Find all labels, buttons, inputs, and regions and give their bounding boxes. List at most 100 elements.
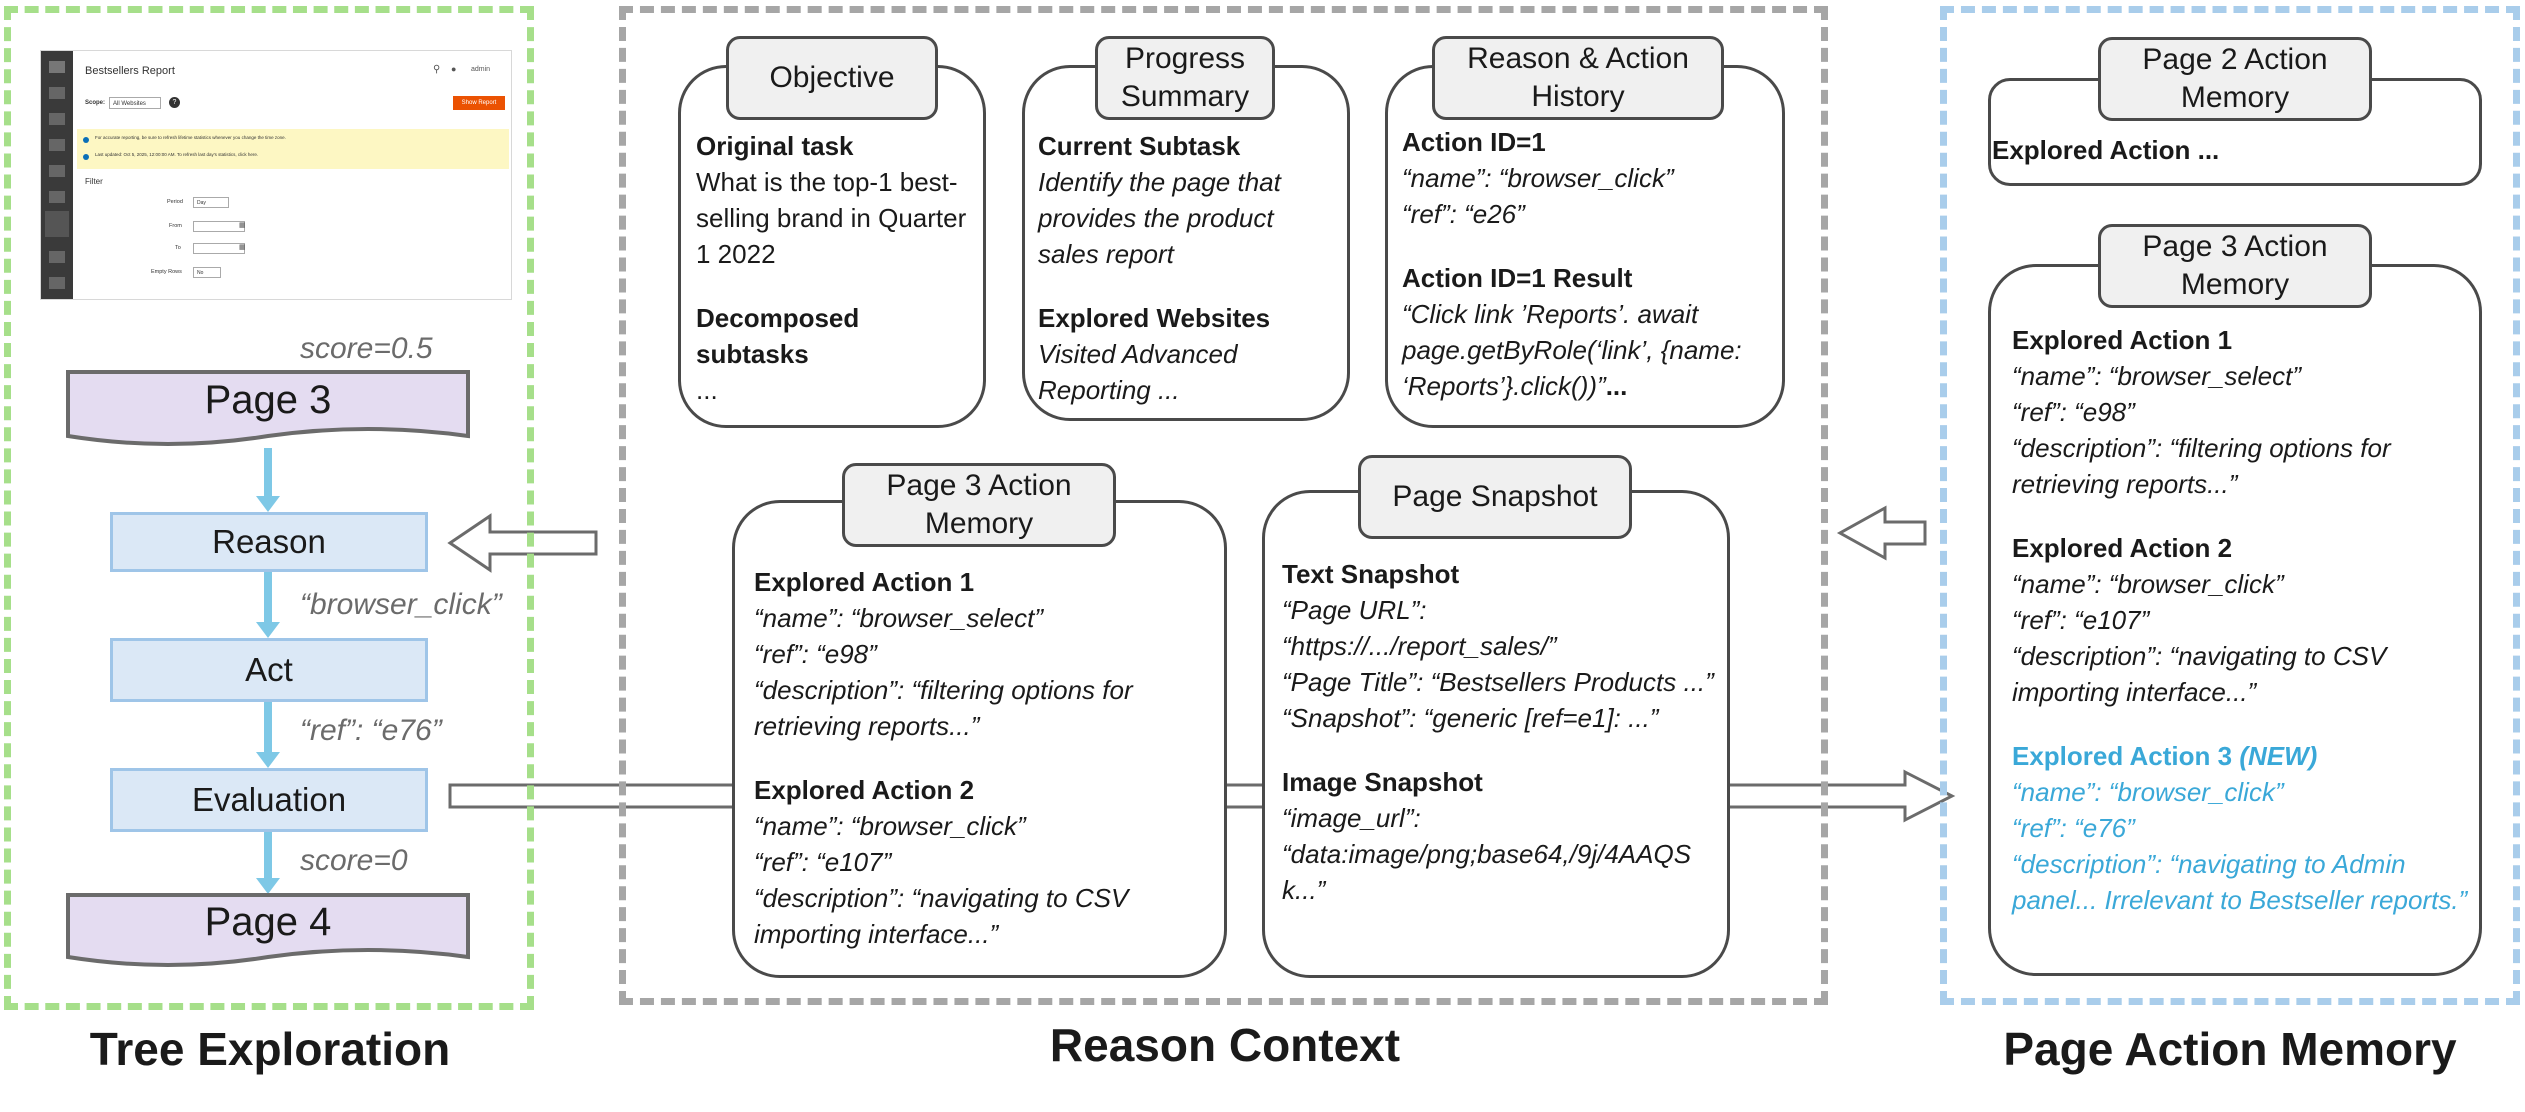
action-name-label: “browser_click” [300, 588, 502, 621]
mem-action3-desc: “description”: “navigating to Admin pane… [2012, 849, 2468, 915]
reason-context-panel [619, 6, 1828, 1005]
rc-action2-name: “name”: “browser_click” [754, 811, 1026, 841]
admin-user-menu[interactable]: admin [471, 66, 491, 73]
image-url-value: “data:image/png;base64,/9j/4AAQSk...” [1282, 839, 1692, 905]
to-label: To [175, 245, 181, 251]
history-action-name: “name”: “browser_click” [1402, 163, 1674, 193]
history-result-ellipsis: ... [1605, 371, 1628, 401]
page-title-text: “Page Title”: “Bestsellers Products ...” [1282, 667, 1714, 697]
from-label: From [169, 223, 182, 229]
rc-memory-tab: Page 3 Action Memory [842, 463, 1116, 547]
help-icon[interactable]: ? [169, 97, 180, 108]
mem-action2-heading: Explored Action 2 [2012, 533, 2233, 563]
page3-memory-card [1988, 264, 2482, 976]
rc-action1-heading: Explored Action 1 [754, 567, 975, 597]
action-id-heading: Action ID=1 [1402, 127, 1546, 157]
period-select[interactable]: Day [193, 197, 229, 208]
mem-action1-name: “name”: “browser_select” [2012, 361, 2301, 391]
progress-card [1022, 65, 1350, 421]
snapshot-tab: Page Snapshot [1358, 455, 1632, 539]
scope-label: Scope: [85, 100, 106, 106]
decomposed-heading: Decomposed subtasks [696, 303, 860, 369]
page3-label: Page 3 [204, 378, 332, 422]
page3-memory-content: Explored Action 1 “name”: “browser_selec… [2012, 322, 2474, 918]
mem-action2-name: “name”: “browser_click” [2012, 569, 2284, 599]
notice-bar: For accurate reporting, be sure to refre… [77, 129, 509, 169]
ref-label: “ref”: “e76” [300, 714, 442, 747]
from-calendar-icon[interactable]: ▦ [239, 222, 246, 229]
snapshot-card [1262, 490, 1730, 978]
history-action-ref: “ref”: “e26” [1402, 199, 1525, 229]
progress-content: Current Subtask Identify the page that p… [1038, 128, 1338, 408]
to-calendar-icon[interactable]: ▦ [239, 244, 246, 251]
decomposed-text: ... [696, 375, 718, 405]
rc-action2-desc: “description”: “navigating to CSV import… [754, 883, 1129, 949]
current-subtask-heading: Current Subtask [1038, 131, 1241, 161]
score-top-label: score=0.5 [300, 332, 433, 365]
page-url-value: “https://.../report_sales/” [1282, 631, 1557, 661]
image-url-key: “image_url”: [1282, 803, 1421, 833]
rc-memory-content: Explored Action 1 “name”: “browser_selec… [754, 564, 1216, 952]
objective-tab: Objective [726, 36, 938, 120]
explored-websites-text: Visited Advanced Reporting ... [1038, 339, 1238, 405]
snapshot-text: “Snapshot”: “generic [ref=e1]: ...” [1282, 703, 1659, 733]
admin-sidebar [41, 51, 73, 299]
search-icon[interactable]: ⚲ [433, 64, 441, 75]
action-result-heading: Action ID=1 Result [1402, 263, 1633, 293]
mem-action3-new-badge: (NEW) [2239, 741, 2318, 771]
bell-icon[interactable]: ● [451, 64, 457, 74]
show-report-button[interactable]: Show Report [453, 96, 505, 110]
notice-1: For accurate reporting, be sure to refre… [95, 135, 286, 140]
page-screenshot: Bestsellers Report ⚲ ● admin Scope: All … [40, 50, 512, 300]
mem-action3-ref: “ref”: “e76” [2012, 813, 2135, 843]
history-action-result: “Click link ’Reports’. await page.getByR… [1402, 299, 1742, 401]
current-subtask-text: Identify the page that provides the prod… [1038, 167, 1281, 269]
context-to-reason-arrow [447, 513, 598, 573]
rc-action1-ref: “ref”: “e98” [754, 639, 877, 669]
tree-flow-arrows [66, 370, 470, 967]
notice-2: Last updated: Oct 5, 2025, 12:00:00 AM. … [95, 152, 259, 157]
section-label-reason: Reason Context [1049, 1019, 1401, 1071]
mem-action3-heading: Explored Action 3 [2012, 741, 2233, 771]
objective-card [678, 65, 986, 428]
mem-action2-desc: “description”: “navigating to CSV import… [2012, 641, 2387, 707]
mem-action1-ref: “ref”: “e98” [2012, 397, 2135, 427]
history-card [1385, 65, 1785, 428]
rc-action1-desc: “description”: “filtering options for re… [754, 675, 1133, 741]
rc-memory-card [732, 500, 1227, 978]
objective-content: Original task What is the top-1 best-sel… [696, 128, 978, 408]
page3-shape [66, 370, 470, 446]
filter-heading: Filter [85, 177, 103, 186]
report-title: Bestsellers Report [85, 65, 175, 77]
section-label-tree: Tree Exploration [89, 1023, 451, 1075]
history-tab: Reason & Action History [1432, 36, 1724, 120]
progress-tab: Progress Summary [1095, 36, 1275, 120]
page4-shape [66, 893, 470, 967]
original-task-text: What is the top-1 best-selling brand in … [696, 167, 967, 269]
page-url-key: “Page URL”: [1282, 595, 1427, 625]
period-label: Period [167, 199, 183, 205]
section-label-memory: Page Action Memory [2003, 1023, 2457, 1075]
tree-exploration-panel [4, 6, 534, 1010]
mem-action1-heading: Explored Action 1 [2012, 325, 2233, 355]
empty-rows-label: Empty Rows [151, 269, 182, 275]
from-date-input[interactable] [193, 221, 245, 232]
evaluation-node: Evaluation [110, 768, 428, 832]
scope-select[interactable]: All Websites [109, 97, 161, 109]
rc-action1-name: “name”: “browser_select” [754, 603, 1043, 633]
mem-action3-name: “name”: “browser_click” [2012, 777, 2284, 807]
mem-action2-ref: “ref”: “e107” [2012, 605, 2150, 635]
page3-memory-tab: Page 3 Action Memory [2098, 224, 2372, 308]
image-snapshot-heading: Image Snapshot [1282, 767, 1483, 797]
history-content: Action ID=1 “name”: “browser_click” “ref… [1402, 124, 1778, 404]
rc-action2-heading: Explored Action 2 [754, 775, 975, 805]
score-bottom-label: score=0 [300, 844, 408, 877]
explored-websites-heading: Explored Websites [1038, 303, 1271, 333]
page-action-memory-panel [1940, 6, 2520, 1005]
to-date-input[interactable] [193, 243, 245, 254]
reason-node: Reason [110, 512, 428, 572]
memory-to-context-arrow [1836, 505, 1927, 561]
mem-action1-desc: “description”: “filtering options for re… [2012, 433, 2391, 499]
text-snapshot-heading: Text Snapshot [1282, 559, 1460, 589]
empty-rows-select[interactable]: No [193, 267, 221, 278]
